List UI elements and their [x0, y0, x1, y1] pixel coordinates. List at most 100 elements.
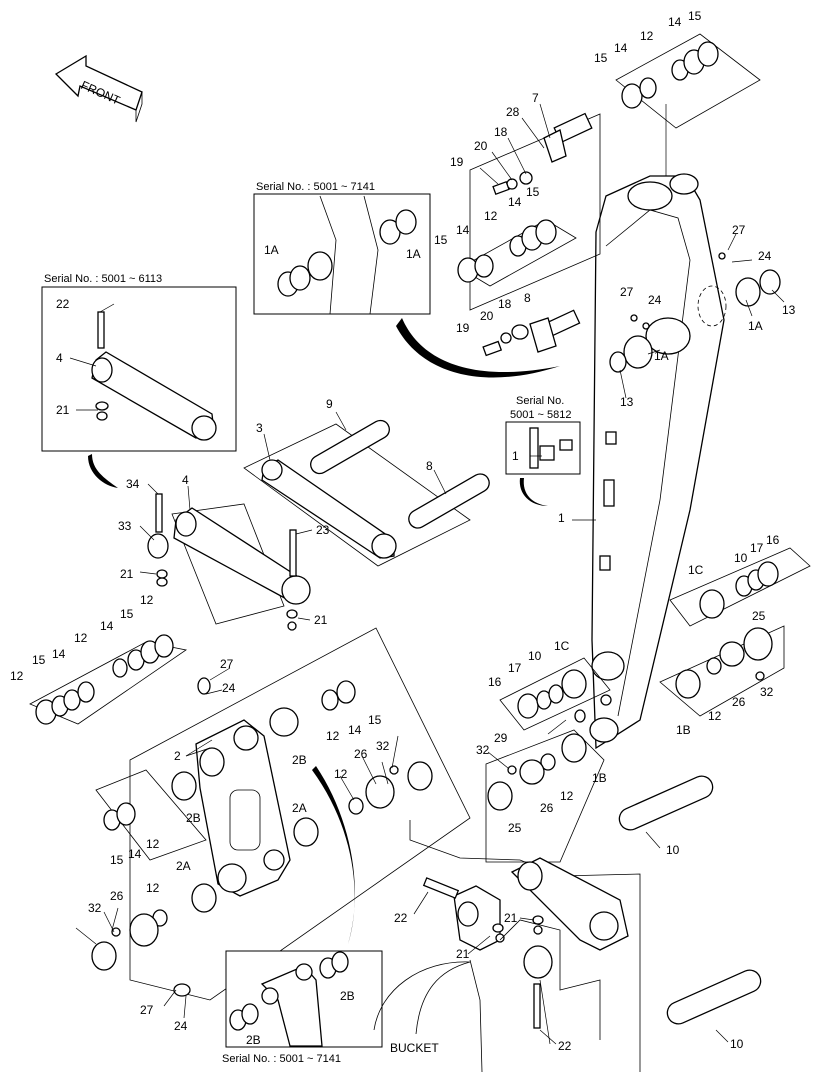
link-4-group	[147, 493, 311, 631]
callout-2B: 2B	[340, 989, 355, 1003]
callout-15: 14	[456, 223, 470, 237]
callout-13: 12	[326, 729, 340, 743]
lower-boom-washers	[499, 657, 612, 731]
callout-4: 4	[182, 473, 189, 487]
callout-1A: 1A	[264, 243, 279, 257]
callout-12: 10	[528, 649, 542, 663]
callout-1A: 1A	[654, 349, 669, 363]
callout-28: 26	[354, 747, 368, 761]
callout-29: 27	[140, 1003, 154, 1017]
callout-13: 12	[146, 881, 160, 895]
callout-1: 1	[512, 449, 519, 463]
lower-group-1b-left	[485, 729, 605, 863]
callout-18: 17	[508, 661, 522, 675]
callout-30: 28	[506, 105, 520, 119]
inset-top-pointer	[396, 318, 560, 378]
callout-29: 27	[220, 657, 234, 671]
pin-7-group	[469, 112, 601, 311]
callout-27: 26	[540, 801, 554, 815]
callout-31: 32	[376, 739, 390, 753]
callout-22: 21	[456, 947, 470, 961]
callout-29: 27	[620, 285, 634, 299]
callout-16: 15	[32, 653, 46, 667]
inset-caption-5812-line2: 5001 ~ 5812	[510, 409, 571, 421]
callout-1A: 1A	[406, 247, 421, 261]
boom-arm	[589, 173, 727, 750]
callout-17: 16	[488, 675, 502, 689]
callout-1B: 1B	[592, 771, 607, 785]
callout-33: 34	[126, 477, 140, 491]
callout-21: 20	[474, 139, 488, 153]
callout-32: 33	[118, 519, 132, 533]
callout-25: 24	[222, 681, 236, 695]
callout-16: 15	[368, 713, 382, 727]
callout-8: 8	[524, 291, 531, 305]
callout-16: 15	[110, 853, 124, 867]
callout-13: 12	[146, 837, 160, 851]
callout-13: 12	[334, 767, 348, 781]
callout-27: 26	[732, 695, 746, 709]
callout-10: 10	[730, 1037, 744, 1051]
callout-21: 20	[480, 309, 494, 323]
inset-bottom-pointer	[312, 766, 355, 944]
callout-26: 25	[752, 609, 766, 623]
callout-18: 17	[750, 541, 764, 555]
bucket-group: BUCKET	[373, 820, 641, 1073]
callout-16: 15	[594, 51, 608, 65]
callout-25: 24	[758, 249, 772, 263]
callout-2B: 2B	[292, 753, 307, 767]
callout-2B: 2B	[186, 811, 201, 825]
callout-1A: 1A	[748, 319, 763, 333]
callout-23: 22	[394, 911, 408, 925]
callout-23: 22	[56, 297, 70, 311]
callout-15: 14	[100, 619, 114, 633]
callout-1C: 1C	[688, 563, 704, 577]
bucket-label: BUCKET	[390, 1041, 439, 1055]
pin-8-group	[482, 309, 581, 357]
callout-31: 32	[88, 901, 102, 915]
callout-24: 23	[316, 523, 330, 537]
inset-serial-5001-7141-top: Serial No. : 5001 ~ 7141	[253, 181, 431, 315]
link-3-group	[243, 419, 490, 567]
callout-15: 14	[348, 723, 362, 737]
callout-10: 10	[666, 843, 680, 857]
callout-13: 12	[560, 789, 574, 803]
callout-16: 15	[688, 9, 702, 23]
inset-serial-5001-7141-bottom: Serial No. : 5001 ~ 7141	[222, 950, 383, 1065]
callout-29: 27	[732, 223, 746, 237]
inset-serial-5001-5812: Serial No. 5001 ~ 5812	[505, 395, 581, 475]
callout-26: 25	[508, 821, 522, 835]
callout-1: 1	[558, 511, 565, 525]
callout-15: 14	[668, 15, 682, 29]
callout-1B: 1B	[676, 723, 691, 737]
callout-16: 15	[526, 185, 540, 199]
callout-12: 10	[734, 551, 748, 565]
callout-22: 21	[504, 911, 518, 925]
callout-31: 32	[760, 685, 774, 699]
callout-17: 16	[766, 533, 780, 547]
mid-washer-stack	[457, 219, 577, 287]
callout-15: 14	[52, 647, 66, 661]
callout-2A: 2A	[176, 859, 191, 873]
right-lower-group-1b	[659, 625, 785, 717]
top-washer-stack	[615, 33, 761, 176]
callout-2B: 2B	[246, 1033, 261, 1047]
callout-13: 12	[140, 593, 154, 607]
callout-31: 32	[476, 743, 490, 757]
pin-10-bottom	[666, 969, 762, 1025]
inset-caption-bottom: Serial No. : 5001 ~ 7141	[222, 1053, 341, 1065]
callout-20: 19	[450, 155, 464, 169]
inset-caption-top: Serial No. : 5001 ~ 7141	[256, 181, 375, 193]
inset-serial-5001-6113: Serial No. : 5001 ~ 6113	[41, 273, 237, 452]
callout-16: 15	[434, 233, 448, 247]
callout-9: 8	[426, 459, 433, 473]
left-washer-stack	[29, 634, 188, 725]
callout-4: 4	[56, 351, 63, 365]
callout-23: 22	[558, 1039, 572, 1053]
callout-22: 21	[120, 567, 134, 581]
callout-25: 24	[648, 293, 662, 307]
callout-2: 2	[174, 749, 181, 763]
bushings-1a-right	[609, 252, 781, 373]
right-lower-washers	[669, 547, 811, 627]
